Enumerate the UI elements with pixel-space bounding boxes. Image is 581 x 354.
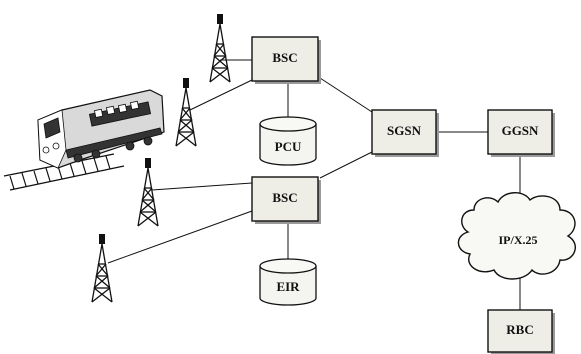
bsc-bottom-node: BSC xyxy=(251,176,321,224)
link-tower2-bsc-top xyxy=(189,79,253,111)
pcu-database: PCU xyxy=(259,116,317,166)
link-tower4-bsc-bottom xyxy=(107,210,253,264)
ggsn-node: GGSN xyxy=(487,109,555,157)
database-cylinder-icon xyxy=(259,116,317,166)
pcu-label: PCU xyxy=(275,139,302,154)
rbc-node: RBC xyxy=(487,309,555,354)
database-cylinder-icon xyxy=(259,258,317,306)
network-label: IP/X.25 xyxy=(499,233,538,247)
sgsn-label: SGSN xyxy=(387,123,422,138)
eir-label: EIR xyxy=(276,279,300,294)
rail-sleepers xyxy=(9,155,111,190)
bsc-bottom-label: BSC xyxy=(272,190,297,205)
tower-icon xyxy=(209,14,231,83)
train-icon xyxy=(3,89,165,191)
rail xyxy=(9,165,125,191)
tower-icon xyxy=(137,158,159,227)
eir-database: EIR xyxy=(259,258,317,306)
link-bsc-top-sgsn xyxy=(319,77,373,113)
rbc-label: RBC xyxy=(506,322,533,337)
sgsn-node: SGSN xyxy=(371,109,439,157)
bsc-top-label: BSC xyxy=(272,50,297,65)
bsc-top-node: BSC xyxy=(251,36,321,84)
ggsn-label: GGSN xyxy=(502,123,539,138)
tower-icon xyxy=(91,234,113,303)
ip-network-cloud: IP/X.25 xyxy=(457,192,577,280)
tower-icon xyxy=(175,78,197,147)
network-cloud-icon xyxy=(457,192,577,280)
link-tower3-bsc-bottom xyxy=(151,182,253,191)
link-bsc-bottom-sgsn xyxy=(319,151,373,179)
